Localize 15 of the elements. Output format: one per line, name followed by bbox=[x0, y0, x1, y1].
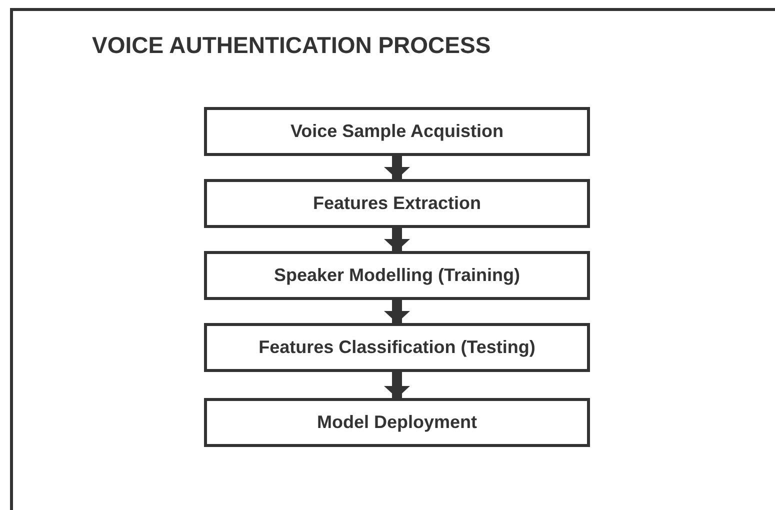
box-label: Voice Sample Acquistion bbox=[290, 122, 504, 141]
box-label: Features Extraction bbox=[312, 194, 482, 213]
block-arrow bbox=[384, 156, 410, 179]
block-arrow bbox=[384, 372, 410, 398]
process-box bbox=[204, 323, 590, 372]
block-arrow bbox=[384, 300, 410, 323]
box-label: Model Deployment bbox=[316, 413, 477, 432]
process-box bbox=[204, 251, 590, 300]
box-label: Features Classification (Testing) bbox=[258, 338, 536, 357]
diagram-title: VOICE AUTHENTICATION PROCESS bbox=[92, 32, 491, 58]
process-box bbox=[204, 398, 590, 447]
block-arrow bbox=[384, 228, 410, 251]
process-box bbox=[204, 107, 590, 156]
box-label: Speaker Modelling (Training) bbox=[274, 266, 520, 285]
process-box bbox=[204, 179, 590, 228]
